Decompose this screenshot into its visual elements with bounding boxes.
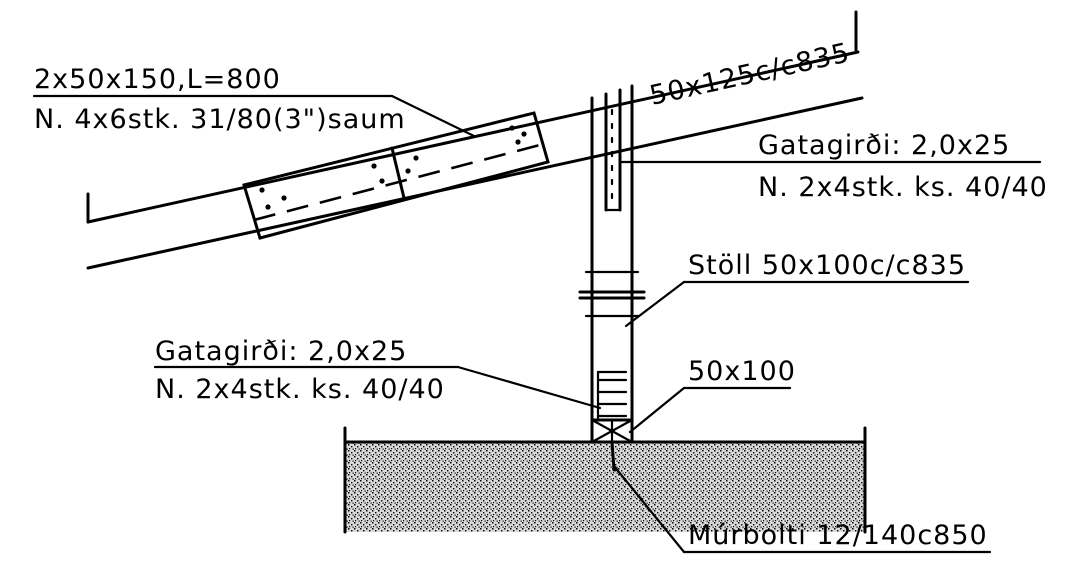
strap-top-title: Gatagirði: 2,0x25 [758,130,1010,161]
splice-nails-label: N. 4x6stk. 31/80(3")saum [34,104,406,135]
sill-label: 50x100 [688,356,796,387]
splice-plank [242,111,550,240]
anchor-bolt-label: Múrbolti 12/140c850 [688,520,988,551]
strap-bottom-nails: N. 2x4stk. ks. 40/40 [155,374,445,405]
sill-plate [590,418,634,444]
rafter-label: 50x125c/c835 [647,37,853,111]
splice-nail-holes [259,125,527,210]
post [578,84,646,442]
rafter-beam [86,10,864,270]
strap-top-nails: N. 2x4stk. ks. 40/40 [758,172,1048,203]
bottom-strap [596,370,628,422]
splice-size-label: 2x50x150,L=800 [34,64,281,95]
concrete-slab [343,426,867,534]
post-label: Stöll 50x100c/c835 [688,250,966,281]
strap-bottom-title: Gatagirði: 2,0x25 [155,336,407,367]
leader-lines [32,94,1042,554]
